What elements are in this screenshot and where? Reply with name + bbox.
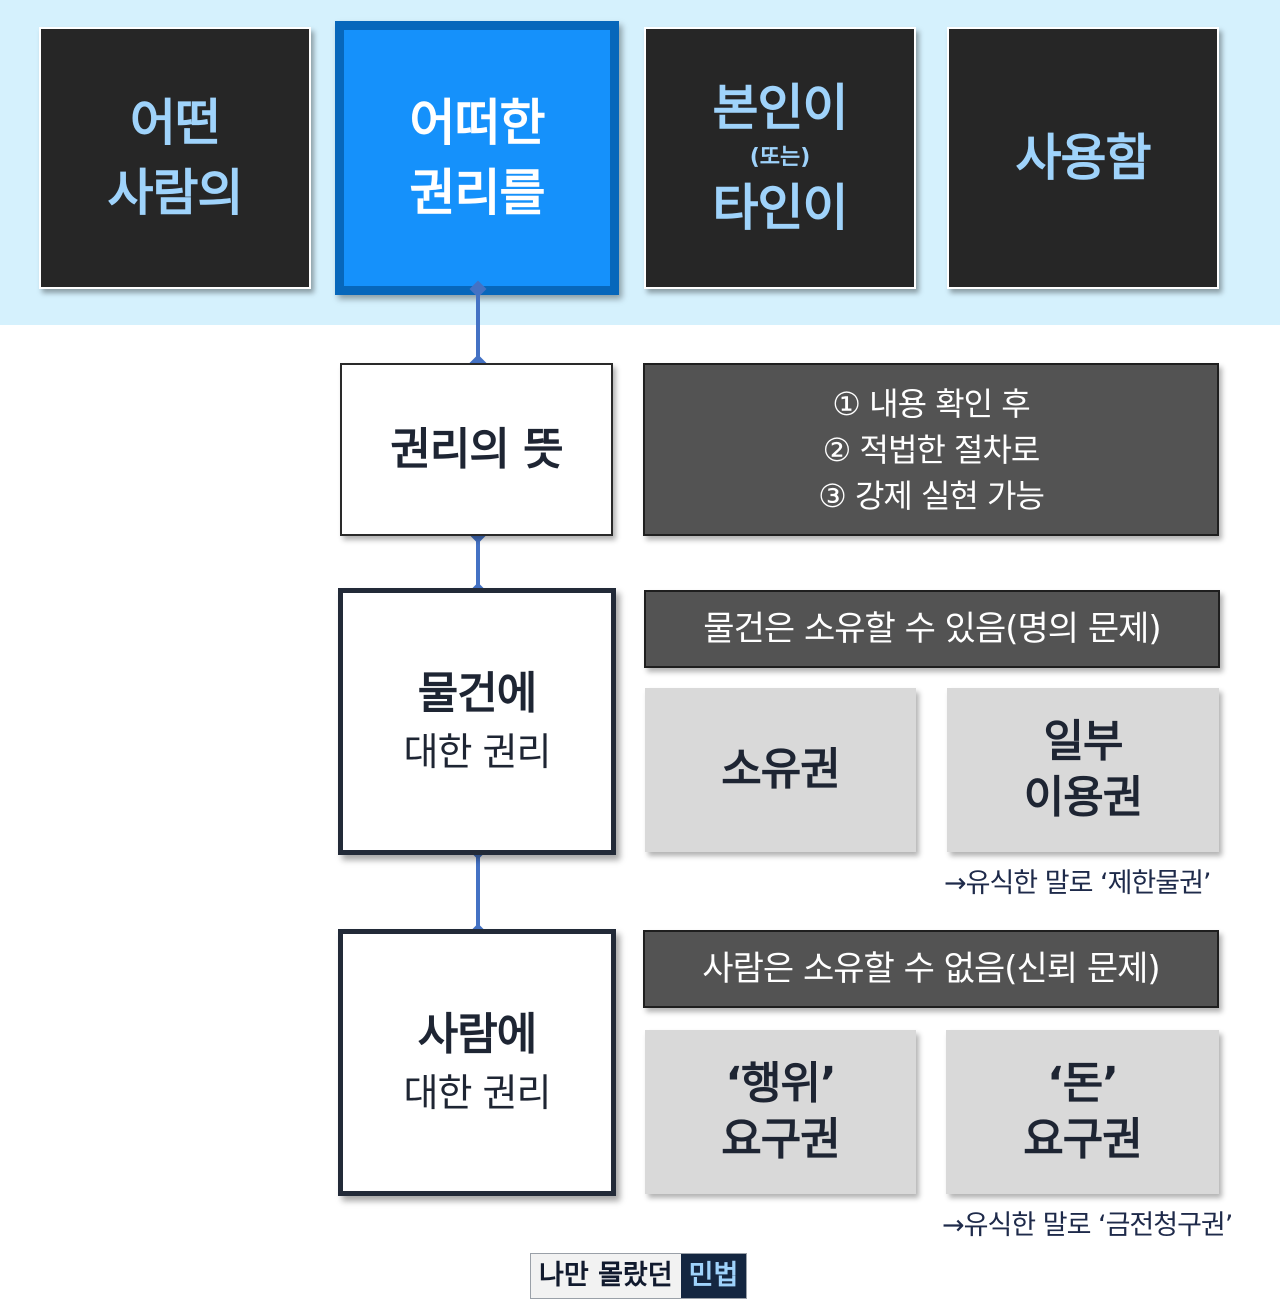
logo-part1: 나만 몰랐던 bbox=[531, 1254, 681, 1298]
personal-rights-note: →유식한 말로 ‘금전청구권’ bbox=[942, 1210, 1233, 1241]
definition-label: 권리의 뜻 bbox=[390, 423, 563, 475]
tile-line: 타인이 bbox=[712, 179, 849, 237]
tile-line: 사용함 bbox=[1015, 129, 1152, 187]
tile-line: 요구권 bbox=[721, 1114, 840, 1165]
ownership-tile: 소유권 bbox=[645, 688, 916, 852]
tile-uses: 사용함 bbox=[947, 27, 1219, 289]
action-claim-tile: ‘행위’ 요구권 bbox=[645, 1030, 916, 1194]
property-rights-banner-text: 물건은 소유할 수 있음(명의 문제) bbox=[703, 609, 1161, 649]
partial-use-right-tile: 일부 이용권 bbox=[947, 688, 1219, 852]
definition-conditions-panel: ① 내용 확인 후 ② 적법한 절차로 ③ 강제 실현 가능 bbox=[643, 363, 1219, 536]
personal-rights-label-line2: 대한 권리 bbox=[403, 1070, 552, 1115]
tile-line: 어떤 bbox=[130, 94, 221, 152]
connector-line bbox=[476, 535, 480, 595]
personal-rights-banner-text: 사람은 소유할 수 없음(신뢰 문제) bbox=[702, 949, 1160, 989]
logo-part2: 민법 bbox=[680, 1254, 747, 1298]
tile-line: 사람의 bbox=[107, 164, 244, 222]
property-rights-banner: 물건은 소유할 수 있음(명의 문제) bbox=[644, 590, 1220, 668]
tile-line: ‘돈’ bbox=[1047, 1058, 1119, 1109]
tile-line: 일부 bbox=[1043, 716, 1124, 767]
footer-logo: 나만 몰랐던 민법 bbox=[530, 1253, 748, 1299]
connector-line bbox=[476, 288, 480, 366]
condition-2: ② 적법한 절차로 bbox=[822, 430, 1041, 469]
tile-line: 이용권 bbox=[1023, 772, 1143, 823]
tile-line: 소유권 bbox=[721, 744, 840, 795]
personal-rights-label-box: 사람에 대한 권리 bbox=[338, 929, 616, 1196]
tile-which-person: 어떤 사람의 bbox=[39, 27, 311, 289]
property-rights-label-line2: 대한 권리 bbox=[403, 729, 552, 774]
personal-rights-label-line1: 사람에 bbox=[417, 1008, 537, 1060]
condition-3: ③ 강제 실현 가능 bbox=[818, 476, 1045, 515]
definition-label-box: 권리의 뜻 bbox=[340, 363, 613, 536]
tile-which-right: 어떠한 권리를 bbox=[335, 21, 619, 295]
tile-line: ‘행위’ bbox=[725, 1058, 836, 1109]
tile-line: (또는) bbox=[749, 145, 811, 170]
condition-1: ① 내용 확인 후 bbox=[832, 384, 1030, 423]
personal-rights-banner: 사람은 소유할 수 없음(신뢰 문제) bbox=[643, 930, 1219, 1008]
tile-line: 어떠한 bbox=[409, 94, 546, 152]
money-claim-tile: ‘돈’ 요구권 bbox=[946, 1030, 1219, 1194]
property-rights-label-line1: 물건에 bbox=[417, 667, 537, 719]
tile-self-or-other: 본인이 (또는) 타인이 bbox=[644, 27, 916, 289]
property-rights-label-box: 물건에 대한 권리 bbox=[338, 588, 616, 855]
tile-line: 요구권 bbox=[1023, 1114, 1142, 1165]
property-rights-note: →유식한 말로 ‘제한물권’ bbox=[944, 868, 1212, 899]
connector-line bbox=[476, 851, 480, 934]
tile-line: 권리를 bbox=[409, 164, 546, 222]
tile-line: 본인이 bbox=[712, 79, 849, 137]
